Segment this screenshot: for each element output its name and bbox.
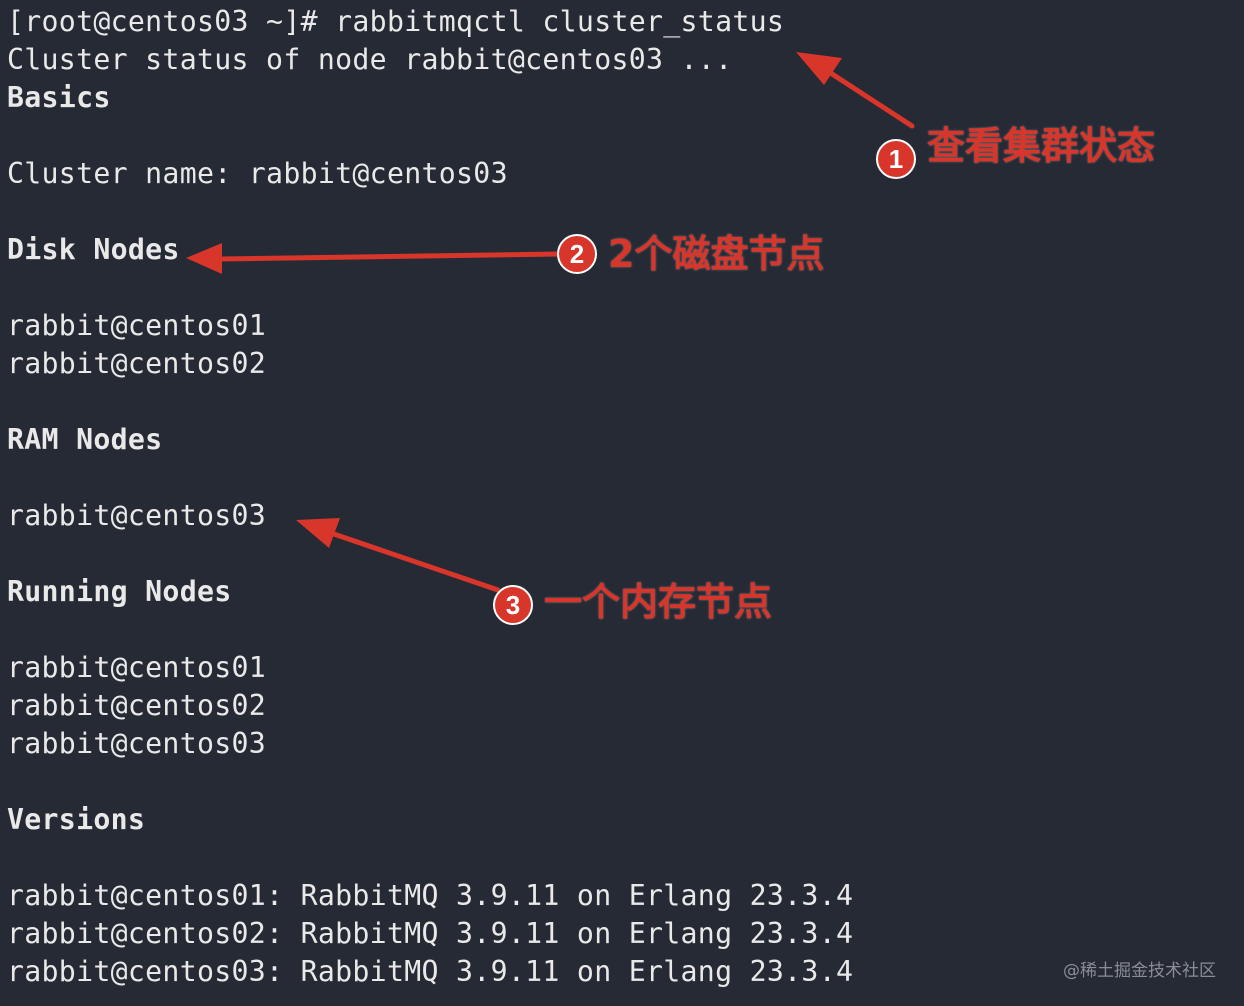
section-heading-versions: Versions [7, 803, 146, 836]
output-line: rabbit@centos03 [7, 499, 267, 532]
arrow-2-head [186, 243, 222, 274]
output-line: rabbit@centos02 [7, 347, 267, 380]
output-line: rabbit@centos02: RabbitMQ 3.9.11 on Erla… [7, 917, 854, 950]
arrow-3-head [296, 518, 340, 548]
output-line: Cluster name: rabbit@centos03 [7, 157, 508, 190]
command-line: [root@centos03 ~]# rabbitmqctl cluster_s… [7, 5, 785, 38]
section-heading-running-nodes: Running Nodes [7, 575, 232, 608]
output-line: rabbit@centos03 [7, 727, 267, 760]
section-heading-ram-nodes: RAM Nodes [7, 423, 163, 456]
section-heading-disk-nodes: Disk Nodes [7, 233, 180, 266]
section-heading-basics: Basics [7, 81, 111, 114]
arrow-2 [217, 251, 563, 262]
output-line: rabbit@centos01: RabbitMQ 3.9.11 on Erla… [7, 879, 854, 912]
arrow-3 [325, 529, 501, 593]
arrow-1 [823, 67, 915, 129]
annotation-badge-3: 3 [493, 585, 533, 625]
output-line: rabbit@centos01 [7, 651, 267, 684]
output-line: rabbit@centos03: RabbitMQ 3.9.11 on Erla… [7, 955, 854, 988]
annotation-badge-2: 2 [557, 234, 597, 274]
output-line: rabbit@centos02 [7, 689, 267, 722]
annotation-text-3: 一个内存节点 [544, 580, 773, 624]
watermark: @稀土掘金技术社区 [1063, 961, 1216, 981]
annotation-text-2: 2个磁盘节点 [608, 232, 825, 276]
output-line: rabbit@centos01 [7, 309, 267, 342]
annotation-text-1: 查看集群状态 [927, 124, 1156, 168]
arrow-1-head [796, 52, 842, 85]
annotation-badge-1: 1 [876, 139, 916, 179]
output-line: Cluster status of node rabbit@centos03 .… [7, 43, 733, 76]
